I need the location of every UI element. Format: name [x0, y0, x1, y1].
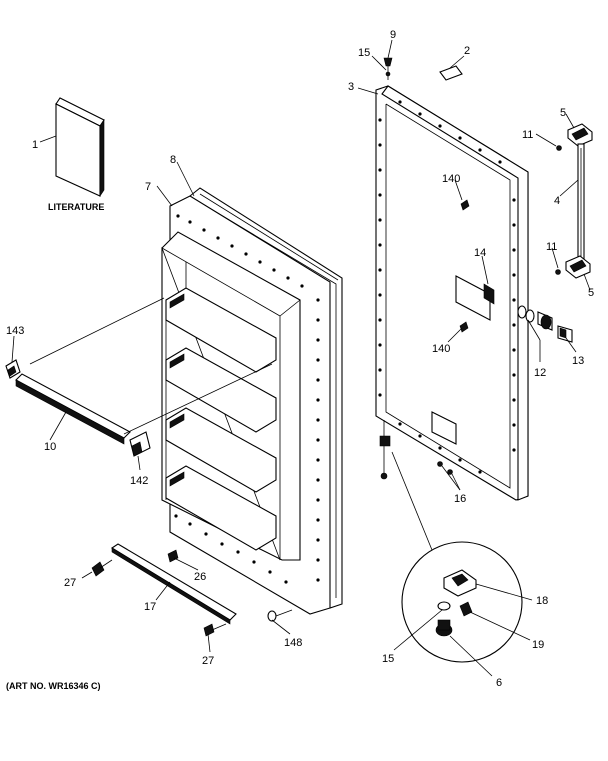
callout-3: 3 [348, 81, 354, 93]
callout-labels: 1 2 3 4 5 5 6 7 8 9 10 11 11 12 13 14 15… [6, 29, 594, 691]
callout-14: 14 [474, 247, 486, 259]
callout-19: 19 [532, 639, 544, 651]
callout-16: 16 [454, 493, 466, 505]
literature-booklet [55, 97, 105, 197]
callout-8: 8 [170, 154, 176, 166]
callout-15-top: 15 [358, 47, 370, 59]
callout-7: 7 [145, 181, 151, 193]
callout-13: 13 [572, 355, 584, 367]
callout-148: 148 [284, 637, 302, 649]
callout-1: 1 [32, 139, 38, 151]
callout-18: 18 [536, 595, 548, 607]
hinge-assembly [565, 123, 593, 279]
callout-27-left: 27 [64, 577, 76, 589]
callout-140-top: 140 [442, 173, 460, 185]
callout-17: 17 [144, 601, 156, 613]
callout-6: 6 [496, 677, 502, 689]
trim-screws [91, 549, 293, 637]
callout-26: 26 [194, 571, 206, 583]
bottom-hinge-pin [379, 420, 391, 480]
handle-caps [5, 359, 151, 457]
callout-9: 9 [390, 29, 396, 41]
callout-11-bottom: 11 [546, 241, 557, 253]
callout-140-mid: 140 [432, 343, 450, 355]
callout-2: 2 [464, 45, 470, 57]
handle-bar [15, 373, 131, 445]
callout-142: 142 [130, 475, 148, 487]
leader-lines [11, 39, 591, 677]
literature-label: LITERATURE [48, 202, 104, 212]
callout-11-top: 11 [522, 129, 533, 141]
bottom-trim [110, 543, 237, 625]
art-number: (ART NO. WR16346 C) [6, 681, 101, 691]
callout-10: 10 [44, 441, 56, 453]
callout-15-inset: 15 [382, 653, 394, 665]
inner-door-liner [161, 187, 343, 615]
callout-4: 4 [554, 195, 560, 207]
callout-12: 12 [534, 367, 546, 379]
lock-parts [517, 305, 573, 343]
callout-27-bottom: 27 [202, 655, 214, 667]
callout-143: 143 [6, 325, 24, 337]
detail-inset [391, 451, 523, 663]
outer-door-panel [375, 85, 529, 501]
callout-5-bottom: 5 [588, 287, 594, 299]
screws [383, 57, 562, 475]
callout-5-top: 5 [560, 107, 566, 119]
